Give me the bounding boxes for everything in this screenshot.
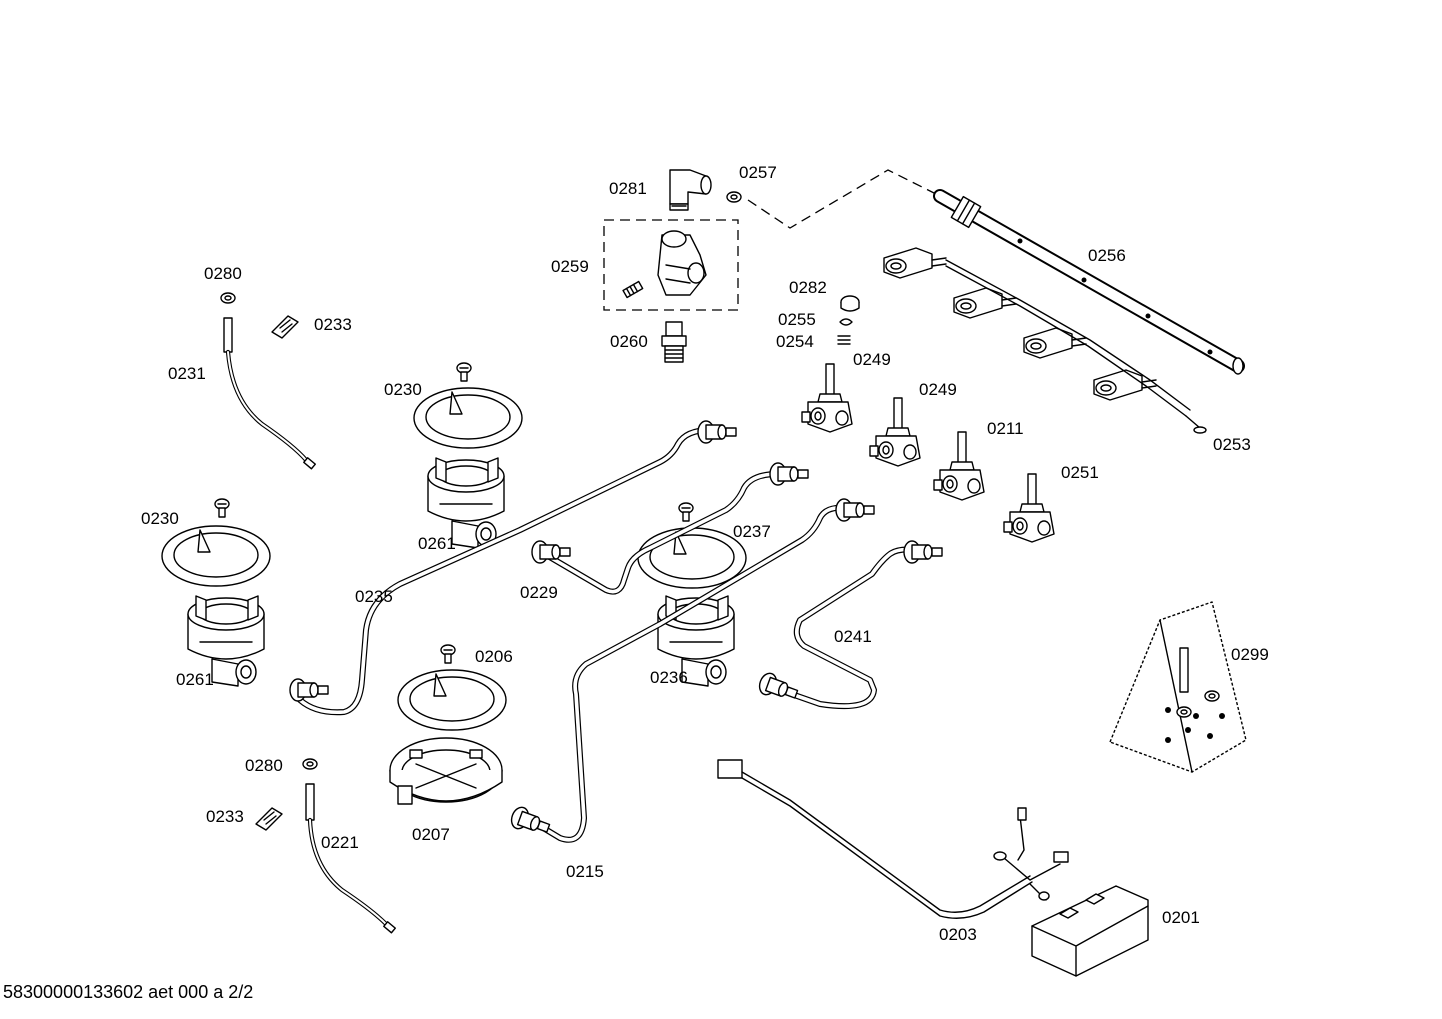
part-label-0256: 0256 — [1088, 246, 1126, 265]
part-label-0230-a: 0230 — [384, 380, 422, 399]
part-label-0260: 0260 — [610, 332, 648, 351]
part-label-0259: 0259 — [551, 257, 589, 276]
part-label-0201: 0201 — [1162, 908, 1200, 927]
part-label-0280-top: 0280 — [204, 264, 242, 283]
part-label-0237: 0237 — [733, 522, 771, 541]
part-label-0206: 0206 — [475, 647, 513, 666]
part-label-0299: 0299 — [1231, 645, 1269, 664]
part-label-0230-b: 0230 — [141, 509, 179, 528]
part-label-0261-b: 0261 — [176, 670, 214, 689]
part-label-0281: 0281 — [609, 179, 647, 198]
part-label-0280-bottom: 0280 — [245, 756, 283, 775]
part-label-0233-top: 0233 — [314, 315, 352, 334]
part-label-0253: 0253 — [1213, 435, 1251, 454]
part-label-0251: 0251 — [1061, 463, 1099, 482]
part-label-0241: 0241 — [834, 627, 872, 646]
part-label-0257: 0257 — [739, 163, 777, 182]
part-label-0231: 0231 — [168, 364, 206, 383]
part-label-0207: 0207 — [412, 825, 450, 844]
part-label-0215: 0215 — [566, 862, 604, 881]
part-label-0221: 0221 — [321, 833, 359, 852]
part-label-0203: 0203 — [939, 925, 977, 944]
part-label-0229: 0229 — [520, 583, 558, 602]
part-label-0282: 0282 — [789, 278, 827, 297]
part-label-0261-a: 0261 — [418, 534, 456, 553]
part-label-0249-b: 0249 — [919, 380, 957, 399]
part-label-0236: 0236 — [650, 668, 688, 687]
part-label-0254: 0254 — [776, 332, 814, 351]
document-reference: 58300000133602 aet 000 a 2/2 — [3, 982, 254, 1002]
part-label-0235: 0235 — [355, 587, 393, 606]
part-label-0233-bottom: 0233 — [206, 807, 244, 826]
part-label-0255: 0255 — [778, 310, 816, 329]
part-label-0211: 0211 — [987, 419, 1024, 438]
part-label-0249-a: 0249 — [853, 350, 891, 369]
